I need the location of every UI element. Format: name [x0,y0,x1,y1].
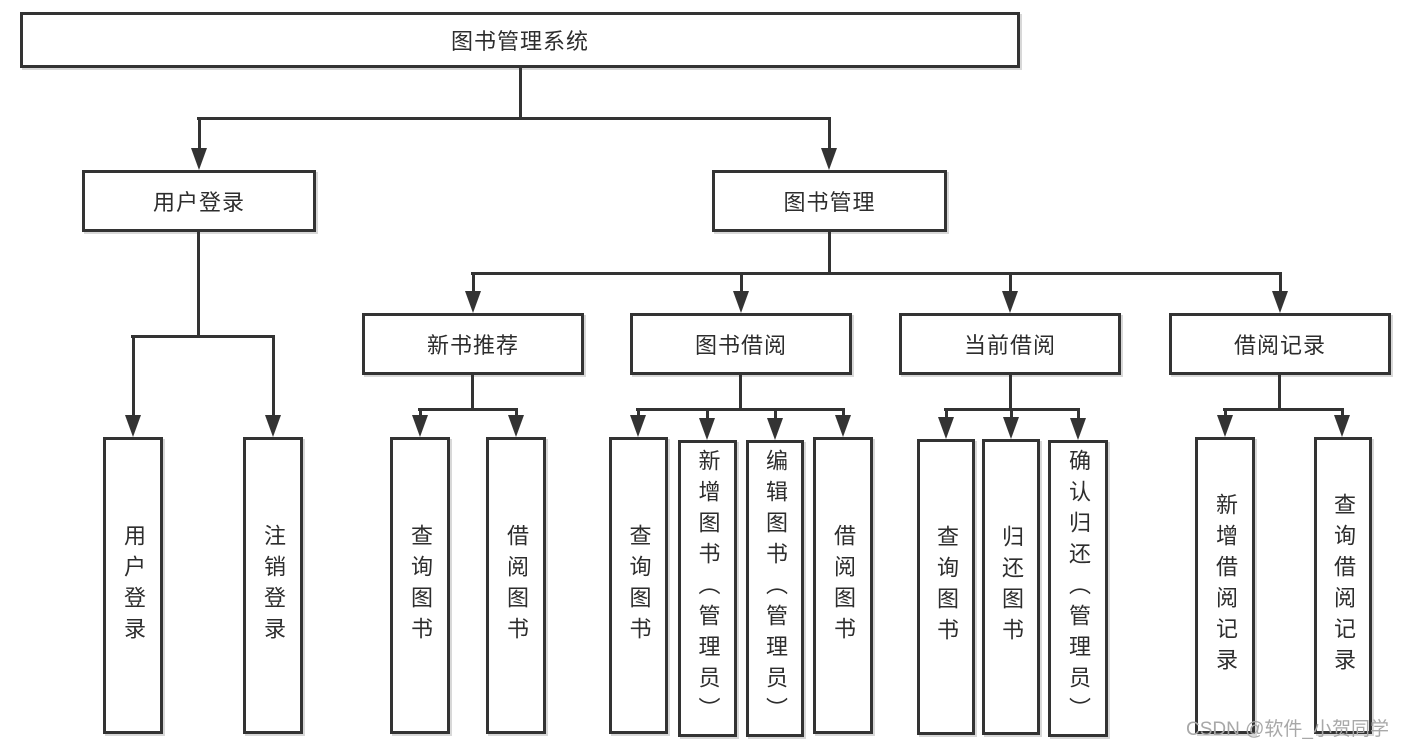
leaf-add-books-admin-label: 新增图书（管理员） [695,449,721,728]
node-library-system: 图书管理系统 [20,12,1020,68]
arrow-down [938,408,954,439]
leaf-return-books-label: 归还图书 [999,525,1024,649]
arrow-down [1002,272,1018,313]
leaf-add-borrow-record: 新增借阅记录 [1195,437,1255,734]
connector-line [828,232,831,272]
arrow-down [821,117,837,170]
node-book-management: 图书管理 [712,170,947,232]
connector-line [197,232,200,335]
connector-line [471,375,474,408]
leaf-query-books-recommend: 查询图书 [390,437,450,734]
csdn-watermark: CSDN @软件_小贺同学 [1186,719,1389,740]
leaf-query-books-recommend-label: 查询图书 [408,523,433,648]
leaf-confirm-return-admin: 确认归还（管理员） [1048,440,1108,737]
leaf-logout-label: 注销登录 [261,523,286,648]
arrow-down [630,408,646,437]
leaf-edit-books-admin: 编辑图书（管理员） [746,440,804,737]
arrow-down [767,408,783,440]
node-user-login-label: 用户登录 [152,190,245,215]
node-library-system-label: 图书管理系统 [450,29,589,54]
arrow-down [1334,408,1350,437]
leaf-borrow-books-label: 借阅图书 [831,523,856,648]
leaf-add-borrow-record-label: 新增借阅记录 [1213,492,1238,679]
leaf-confirm-return-admin-label: 确认归还（管理员） [1066,449,1091,728]
connector-line [471,272,1282,275]
connector-line [131,335,275,338]
leaf-query-borrow-record-label: 查询借阅记录 [1331,492,1356,679]
connector-line [519,68,522,117]
leaf-borrow-books-recommend-label: 借阅图书 [504,523,529,648]
arrow-down [125,335,141,437]
node-book-management-label: 图书管理 [783,190,876,215]
connector-line [1278,375,1281,408]
arrow-down [412,408,428,437]
leaf-borrow-books-recommend: 借阅图书 [486,437,546,734]
leaf-query-borrow-record: 查询借阅记录 [1314,437,1372,734]
arrow-down [465,272,481,313]
node-current-borrowing: 当前借阅 [899,313,1121,375]
leaf-add-books-admin: 新增图书（管理员） [678,440,737,737]
leaf-borrow-books: 借阅图书 [813,437,873,734]
leaf-return-books: 归还图书 [982,439,1040,735]
arrow-down [1003,408,1019,439]
leaf-query-books-current: 查询图书 [917,439,975,735]
leaf-user-login-label: 用户登录 [121,523,146,648]
node-book-borrowing: 图书借阅 [630,313,852,375]
arrow-down [1217,408,1233,437]
node-new-book-recommend-label: 新书推荐 [426,333,519,358]
leaf-query-books-borrowing-label: 查询图书 [626,523,652,648]
arrow-down [1272,272,1288,313]
leaf-logout: 注销登录 [243,437,303,734]
arrow-down [508,408,524,437]
node-borrowing-records-label: 借阅记录 [1233,333,1326,358]
connector-line [1223,408,1344,411]
leaf-query-books-borrowing: 查询图书 [609,437,668,734]
arrow-down [835,408,851,437]
node-user-login: 用户登录 [82,170,316,232]
arrow-down [699,408,715,440]
arrow-down [265,335,281,437]
leaf-edit-books-admin-label: 编辑图书（管理员） [763,449,788,728]
node-book-borrowing-label: 图书借阅 [694,333,787,358]
connector-line [739,375,742,408]
connector-line [418,408,518,411]
arrow-down [191,117,207,170]
connector-line [197,117,831,120]
connector-line [1009,375,1012,408]
connector-line [636,408,845,411]
leaf-query-books-current-label: 查询图书 [934,525,959,649]
arrow-down [733,272,749,313]
node-new-book-recommend: 新书推荐 [362,313,584,375]
node-current-borrowing-label: 当前借阅 [963,333,1056,358]
arrow-down [1070,408,1086,440]
leaf-user-login: 用户登录 [103,437,163,734]
node-borrowing-records: 借阅记录 [1169,313,1391,375]
